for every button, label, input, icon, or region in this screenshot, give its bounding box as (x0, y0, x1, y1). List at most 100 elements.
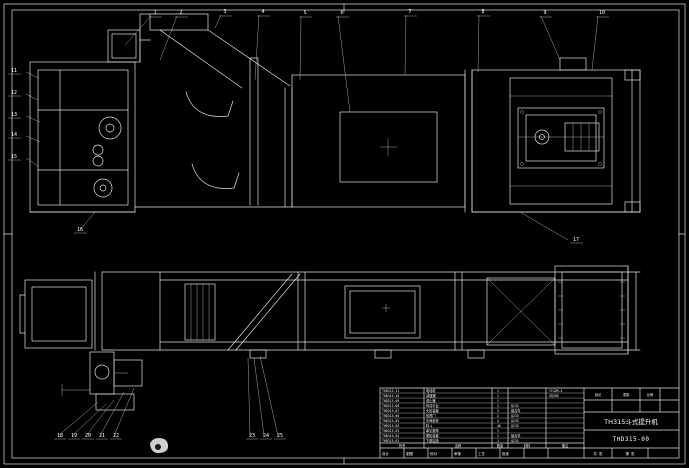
head-internal-lines (29, 69, 136, 213)
callout-number: 19 (71, 433, 77, 439)
plan-door (344, 285, 421, 339)
motor-detail (61, 351, 143, 411)
tube-flanges (297, 271, 463, 351)
callout-number: 22 (113, 433, 119, 439)
parts-list-row: THD315-04 料斗 46 Q235 (380, 422, 584, 428)
callout-number: 3 (223, 9, 226, 15)
part-code: THD315-11 (382, 389, 399, 393)
title-area: 标记 重量 比例 TH315斗式提升机 THD315-00 (595, 392, 659, 443)
part-code: THD315-08 (382, 404, 399, 408)
plan-door-inner (349, 290, 416, 334)
part-qty: 1 (497, 434, 499, 438)
callout-number: 23 (249, 433, 255, 439)
callout-number: 20 (85, 433, 91, 439)
chute-lines (139, 13, 291, 89)
strip-cell: 设计 (382, 451, 390, 456)
door-center-mark (380, 138, 397, 156)
casing-outline (291, 74, 466, 208)
inspection-door (339, 111, 438, 183)
flange-and-bottom-lines (134, 69, 641, 213)
bolt-ticks (558, 281, 625, 339)
motor-shaft-circle (94, 364, 110, 380)
part-name: 牵引胶带 (426, 428, 440, 433)
head-section (29, 29, 141, 213)
part-name: 传动平台 (426, 403, 439, 408)
callout-number: 10 (599, 10, 605, 16)
middle-casing (134, 69, 641, 213)
strip-cell: 共 张 (593, 451, 603, 456)
leader-lines-top (124, 14, 609, 113)
drive-cover (554, 265, 629, 355)
part-name: 下部区段 (426, 438, 440, 443)
parts-list: THD315-11 电动机 1 Y132M-4 THD315-10 减速器 1 … (380, 387, 584, 443)
part-code: THD315-01 (382, 439, 399, 443)
part-material: 组合件 (511, 433, 521, 438)
parts-list-row: THD315-10 减速器 1 ZQ350 (380, 392, 584, 398)
callout-number: 7 (408, 9, 411, 15)
callout-number: 5 (303, 10, 306, 16)
callout-number: 4 (261, 9, 264, 15)
part-note: Y132M-4 (549, 389, 563, 393)
parts-list-row: THD315-07 头轮装置 1 组合件 (380, 407, 584, 413)
drive-housing-inner (509, 77, 613, 205)
head-housing-inner (37, 69, 129, 206)
part-code: THD315-06 (382, 414, 399, 418)
title-top-cell: 标记 (595, 392, 602, 397)
top-fitting (559, 57, 587, 71)
part-name: 尾轮装置 (426, 433, 439, 438)
callout-number: 15 (11, 154, 17, 160)
callout-number: 9 (543, 10, 546, 16)
sheet-border (3, 3, 686, 465)
callout-number: 21 (99, 433, 105, 439)
part-qty: 46 (497, 424, 501, 428)
part-name: 电动机 (426, 388, 436, 393)
strip-cell: 审核 (454, 451, 462, 456)
leader-lines-bottom-left (54, 387, 135, 440)
column-header: 代号 (399, 443, 405, 448)
pulley-hub (105, 123, 115, 133)
elevation-view (8, 13, 641, 244)
boot-outline (24, 279, 93, 349)
plan-tube (94, 271, 641, 359)
part-name: 头轮装置 (426, 408, 439, 413)
part-qty: 1 (497, 404, 499, 408)
drawing-number: THD315-00 (612, 436, 649, 443)
plan-drive (486, 265, 637, 355)
part-name: 逆止器 (426, 398, 436, 403)
parts-list-row: THD315-05 中间机壳 4 Q235 (380, 417, 584, 423)
coupling-block (564, 122, 600, 152)
part-qty: 1 (497, 429, 499, 433)
motor-body (89, 351, 115, 395)
strip-cell: 制图 (406, 451, 414, 456)
title-top-cell: 重量 (623, 392, 630, 397)
bolt-dot (520, 162, 524, 166)
callout-number: 16 (77, 227, 83, 233)
leader-lines-left (8, 71, 41, 167)
part-code: THD315-05 (382, 419, 399, 423)
callout-number: 6 (340, 10, 343, 16)
leader-lines-bottom-mid (246, 355, 286, 440)
belt-lines (249, 57, 293, 208)
strip-cell: 校对 (430, 451, 438, 456)
strip-cell: 第 张 (625, 451, 635, 456)
centering-ticks (3, 3, 686, 465)
title-bottom-strip: 设计 制图 校对 审核 工艺 批准 共 张 第 张 (382, 451, 635, 456)
parts-list-row: THD315-09 逆止器 1 (380, 397, 584, 403)
part-qty: 4 (497, 419, 499, 423)
boot-inner (31, 286, 87, 342)
grille-box (184, 283, 216, 341)
support-foot (467, 349, 485, 359)
support-foot (374, 349, 392, 359)
pulley-circle (98, 116, 122, 140)
callout-numbers: 1 2 3 4 5 6 7 8 9 10 11 12 13 14 15 16 1… (11, 9, 605, 439)
leader-lines-mid (74, 211, 583, 244)
buckets-belt (185, 57, 293, 208)
plan-view (19, 265, 641, 454)
end-bracket-top (624, 69, 641, 81)
drive-section (471, 57, 641, 213)
motor-lines (61, 372, 128, 396)
parts-list-header: 代号 名称 数量 材料 备注 (399, 443, 569, 448)
tube-lines (94, 271, 641, 351)
